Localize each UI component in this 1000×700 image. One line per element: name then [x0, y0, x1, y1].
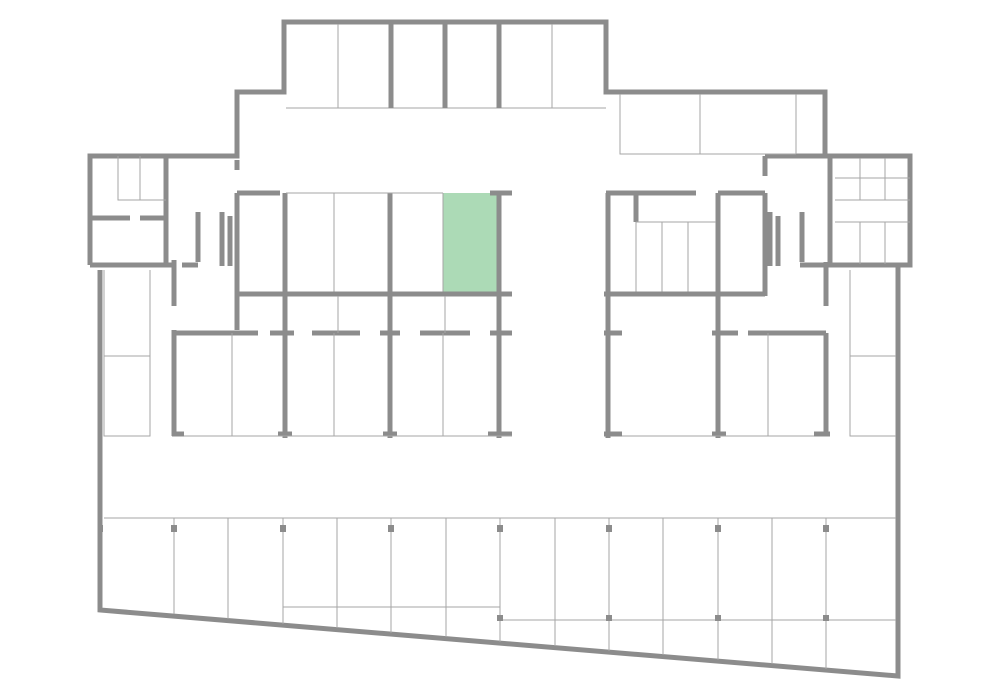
west-service-core: [92, 156, 240, 437]
east-service-core: [762, 156, 910, 437]
outer-walls: [87, 19, 913, 679]
west-central-block: [171, 190, 512, 438]
north-parking-row: [286, 24, 797, 155]
south-parking-row: [98, 517, 896, 669]
east-central-block: [604, 190, 830, 438]
selected-parking-space[interactable]: [443, 193, 498, 293]
